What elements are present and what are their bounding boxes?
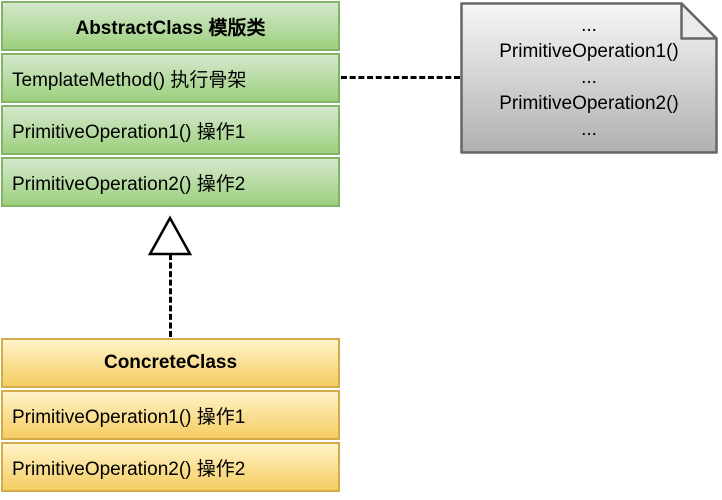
note-line: ...: [581, 67, 597, 88]
note-line: ...: [581, 15, 597, 36]
abstract-class-row-template-method: TemplateMethod() 执行骨架: [1, 53, 340, 103]
concrete-class-row-primitive-operation1: PrimitiveOperation1() 操作1: [1, 390, 340, 440]
note-connector-dashed-line: [341, 76, 460, 79]
abstract-class-row-primitive-operation1: PrimitiveOperation1() 操作1: [1, 105, 340, 155]
note-line: ...: [581, 119, 597, 140]
note-shape: [460, 2, 718, 154]
abstract-class-row-primitive-operation2: PrimitiveOperation2() 操作2: [1, 157, 340, 207]
abstract-class-title: AbstractClass 模版类: [1, 1, 340, 51]
note-line: PrimitiveOperation1(): [499, 41, 679, 62]
concrete-class-box: ConcreteClass PrimitiveOperation1() 操作1 …: [1, 338, 340, 492]
inheritance-triangle-icon: [147, 215, 193, 256]
abstract-class-box: AbstractClass 模版类 TemplateMethod() 执行骨架 …: [1, 1, 340, 207]
concrete-class-title: ConcreteClass: [1, 338, 340, 388]
note-text: ... PrimitiveOperation1() ... PrimitiveO…: [460, 2, 718, 154]
note-box: ... PrimitiveOperation1() ... PrimitiveO…: [460, 2, 718, 154]
note-folded-corner-icon: [680, 2, 718, 40]
inheritance-dashed-line: [169, 254, 172, 337]
concrete-class-row-primitive-operation2: PrimitiveOperation2() 操作2: [1, 442, 340, 492]
note-line: PrimitiveOperation2(): [499, 93, 679, 114]
